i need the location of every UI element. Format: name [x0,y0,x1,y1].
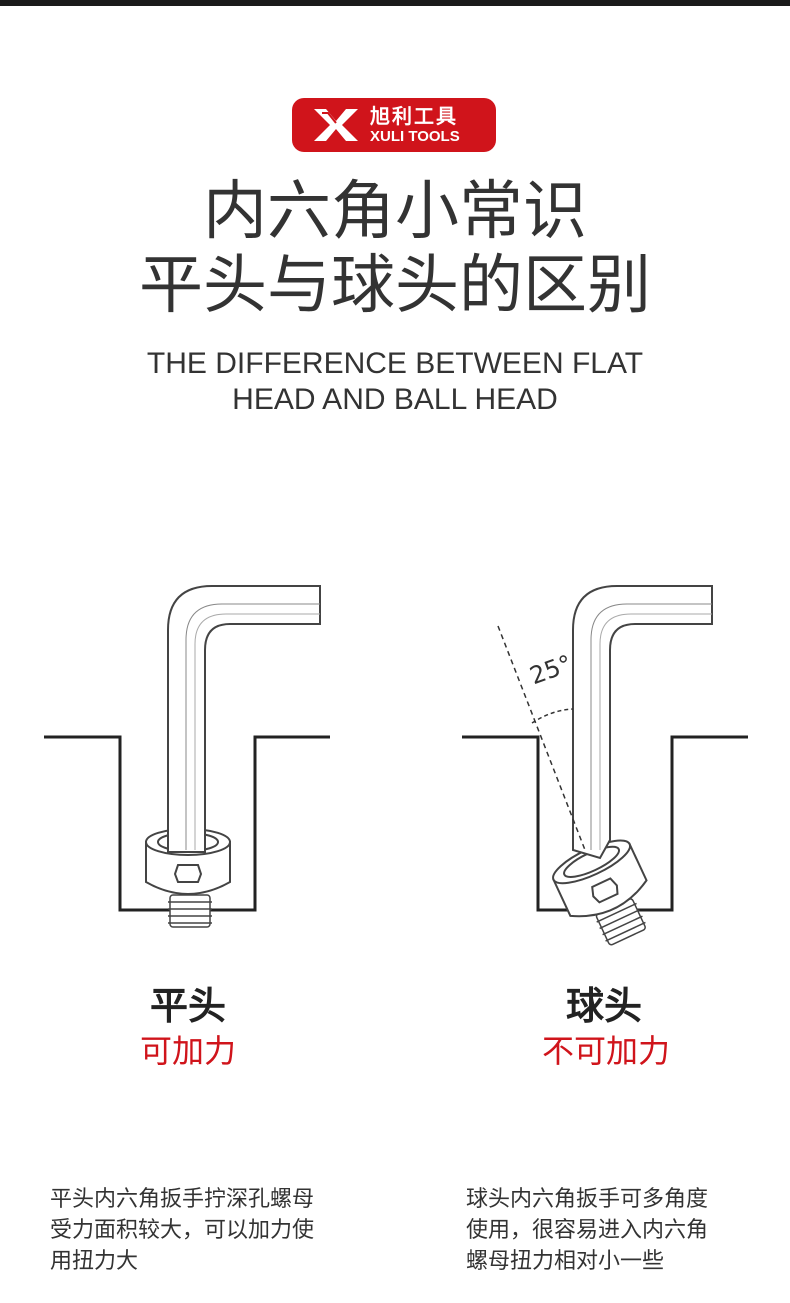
brand-logo: 旭利工具 XULI TOOLS [292,98,496,152]
left-hex-key [167,585,321,853]
ball-head-illustration: 25° [462,585,748,946]
ball-head-feature: 不可加力 [541,1032,670,1070]
flat-head-label: 平头 [149,984,226,1028]
page-title-line1: 内六角小常识 [203,175,587,249]
comparison-diagram: 25° [44,585,748,946]
angle-label: 25° [526,649,576,690]
flat-head-feature: 可加力 [139,1032,236,1070]
xuli-x-logo-icon [314,109,358,141]
english-subtitle-line1: THE DIFFERENCE BETWEEN FLAT [146,347,644,380]
ball-head-description: 球头内六角扳手可多角度 使用，很容易进入内六角 螺母扭力相对小一些 [466,1187,709,1274]
top-bar [0,0,790,6]
right-socket-head [552,839,648,918]
flat-head-description: 平头内六角扳手拧深孔螺母 受力面积较大，可以加力使 用扭力大 [50,1187,315,1274]
brand-name-cn: 旭利工具 [370,104,458,128]
english-subtitle-line2: HEAD AND BALL HEAD [232,383,558,416]
brand-name-en: XULI TOOLS [370,128,460,145]
flat-head-illustration [44,585,330,928]
left-bolt-thread [168,894,212,928]
page-title-line2: 平头与球头的区别 [139,249,651,323]
right-hex-key [572,585,713,860]
angle-arc [531,708,574,724]
angle-dashed-line [497,625,586,851]
ball-head-label: 球头 [565,984,642,1028]
